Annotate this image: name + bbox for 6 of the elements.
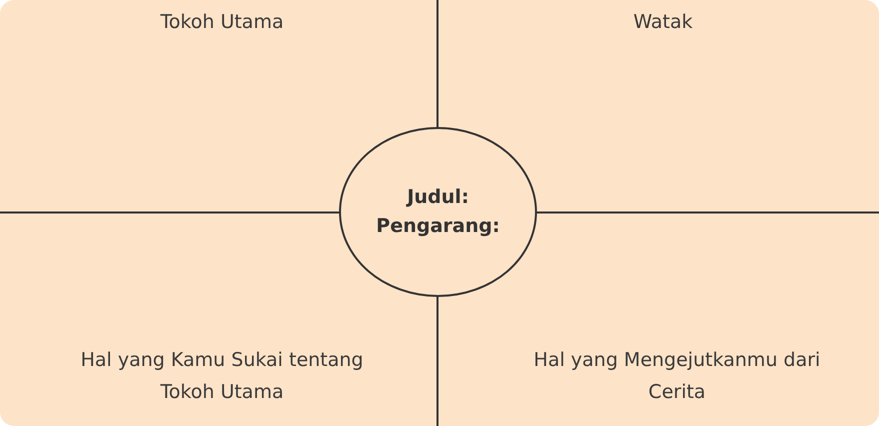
- title-label: Judul:: [407, 185, 469, 210]
- quadrant-heading: Watak: [632, 10, 694, 35]
- quadrant-heading: Hal yang Kamu Sukai tentang Tokoh Utama: [80, 348, 364, 405]
- author-label: Pengarang:: [376, 214, 500, 239]
- quadrant-heading: Hal yang Mengejutkanmu dari Cerita: [532, 348, 822, 405]
- quadrant-heading: Tokoh Utama: [159, 10, 285, 35]
